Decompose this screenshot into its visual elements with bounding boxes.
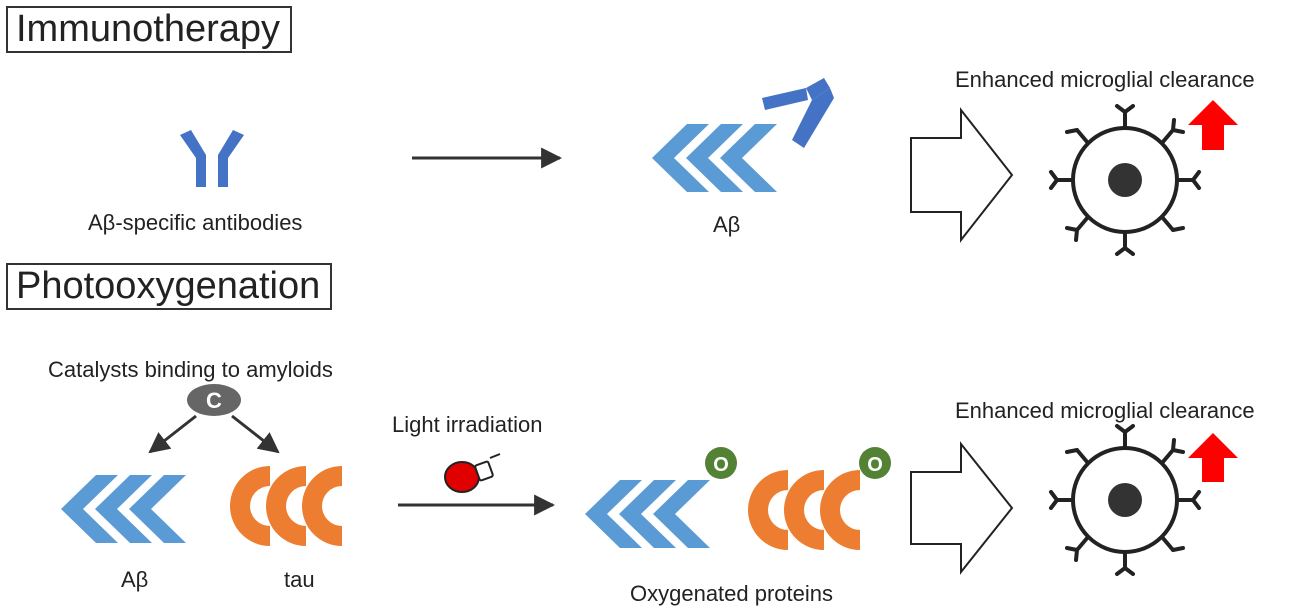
outcome-label-top: Enhanced microglial clearance <box>955 67 1255 92</box>
tau-icon-bottom <box>230 466 342 546</box>
abeta-icon-bottom <box>61 475 186 543</box>
oxygen-icon-abeta: O <box>705 447 737 479</box>
bound-antibody-icon <box>762 78 834 148</box>
catalyst-arrow-right <box>231 414 280 454</box>
microglia-icon-top <box>1049 104 1201 256</box>
immunotherapy-title: Immunotherapy <box>6 6 293 53</box>
abeta-icon-top <box>652 124 777 192</box>
hollow-arrow-top <box>910 107 1014 243</box>
abeta-label-top: Aβ <box>713 212 741 237</box>
up-arrow-icon-bottom <box>1188 433 1238 482</box>
oxygen-letter: O <box>713 454 729 476</box>
up-arrow-icon-top <box>1188 100 1238 150</box>
catalyst-label: Catalysts binding to amyloids <box>48 357 333 382</box>
catalyst-letter: C <box>206 388 222 413</box>
oxygenated-abeta-icon <box>585 480 710 548</box>
oxygenated-tau-icon <box>748 470 860 550</box>
light-bulb-icon <box>444 453 501 493</box>
catalyst-arrow-left <box>148 414 197 454</box>
oxygenated-label: Oxygenated proteins <box>630 581 834 606</box>
oxygen-letter: O <box>867 454 883 476</box>
outcome-label-bottom: Enhanced microglial clearance <box>955 398 1255 423</box>
light-label: Light irradiation <box>392 412 543 437</box>
catalyst-icon: C <box>187 384 241 416</box>
tau-label: tau <box>284 567 315 592</box>
oxygen-icon-tau: O <box>859 447 891 479</box>
antibody-icon <box>180 130 244 187</box>
photooxygenation-title: Photooxygenation <box>6 263 333 310</box>
hollow-arrow-bottom <box>910 441 1014 575</box>
microglia-icon-bottom <box>1049 424 1201 576</box>
abeta-label-bottom: Aβ <box>121 567 149 592</box>
antibodies-label: Aβ-specific antibodies <box>88 210 303 235</box>
